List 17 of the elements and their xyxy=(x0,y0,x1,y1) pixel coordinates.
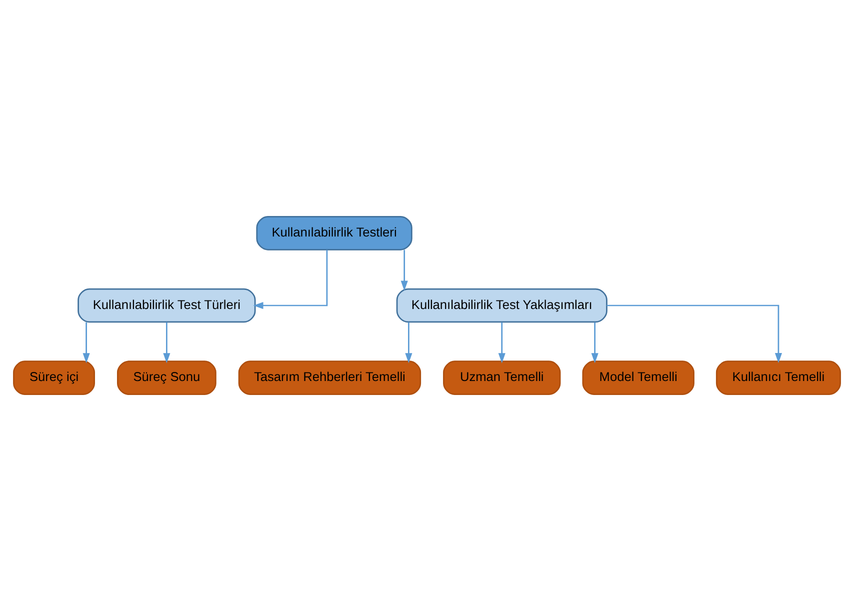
arrow xyxy=(405,322,412,363)
node-box: Kullanılabilirlik Test Yaklaşımları xyxy=(396,288,608,322)
arrow xyxy=(498,322,506,363)
arrow xyxy=(591,322,598,363)
arrow xyxy=(82,322,90,363)
arrow xyxy=(253,249,328,309)
node-box: Süreç Sonu xyxy=(116,360,216,395)
node-box: Kullanıcı Temelli xyxy=(716,360,841,395)
arrow xyxy=(400,249,408,290)
node-box: Kullanılabilirlik Test Türleri xyxy=(78,288,256,322)
arrow xyxy=(606,304,782,363)
arrow xyxy=(163,322,170,363)
node-box: Tasarım Rehberleri Temelli xyxy=(238,360,422,395)
node-box: Model Temelli xyxy=(582,360,694,395)
node-box: Kullanılabilirlik Testleri xyxy=(256,215,412,250)
node-box: Süreç içi xyxy=(13,360,95,395)
node-box: Uzman Temelli xyxy=(443,360,561,395)
